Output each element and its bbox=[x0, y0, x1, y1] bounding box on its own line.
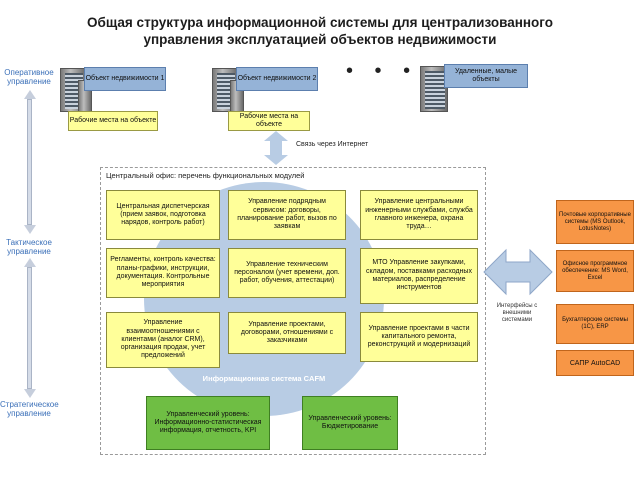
module-capital-repair: Управление проектами в части капитальног… bbox=[360, 312, 478, 362]
module-procurement: МТО Управление закупками, складом, поста… bbox=[360, 248, 478, 304]
interfaces-label: Интерфейсы с внешними системами bbox=[496, 303, 538, 323]
internet-arrow-shaft bbox=[270, 141, 282, 155]
office-title: Центральный офис: перечень функциональны… bbox=[106, 171, 305, 180]
ext-office-software: Офисное программное обеспечение: MS Word… bbox=[556, 250, 634, 292]
arrow-up-head-2 bbox=[24, 258, 36, 267]
level-operative: Оперативное управление bbox=[4, 68, 54, 86]
object-1-workplaces: Рабочие места на объекте bbox=[68, 111, 158, 131]
management-kpi: Управленческий уровень: Информационно-ст… bbox=[146, 396, 270, 450]
remote-objects-box: Удаленные, малые объекты bbox=[444, 64, 528, 88]
object-2-workplaces: Рабочие места на объекте bbox=[228, 111, 310, 131]
page-title: Общая структура информационной системы д… bbox=[0, 14, 640, 48]
module-crm: Управление взаимоотношениями с клиентами… bbox=[106, 312, 220, 368]
arrow-shaft-1 bbox=[27, 99, 32, 225]
level-tactical: Тактическое управление bbox=[6, 238, 52, 256]
module-contractor-service: Управление подрядным сервисом: договоры,… bbox=[228, 190, 346, 240]
object-1-box: Объект недвижимости 1 bbox=[84, 67, 166, 91]
arrow-shaft-2 bbox=[27, 267, 32, 389]
module-projects-contracts: Управление проектами, договорами, отноше… bbox=[228, 312, 346, 354]
ext-mail-systems: Почтовые корпоративные системы (MS Outlo… bbox=[556, 200, 634, 244]
building-icon bbox=[420, 66, 448, 112]
cafm-label: Информационная система CAFM bbox=[202, 374, 326, 383]
title-line-1: Общая структура информационной системы д… bbox=[87, 15, 553, 30]
module-regulations-quality: Регламенты, контроль качества: планы-гра… bbox=[106, 248, 220, 298]
management-budgeting: Управленческий уровень: Бюджетирование bbox=[302, 396, 398, 450]
title-line-2: управления эксплуатацией объектов недвиж… bbox=[143, 32, 497, 47]
internet-arrow-up bbox=[264, 131, 288, 141]
ellipsis-dots: • • • bbox=[346, 60, 419, 82]
level-strategic: Стратегическое управление bbox=[0, 400, 59, 418]
module-dispatch: Центральная диспетчерская (прием заявок,… bbox=[106, 190, 220, 240]
ext-accounting-erp: Бухгалтерские системы (1С), ERP bbox=[556, 304, 634, 344]
object-2-box: Объект недвижимости 2 bbox=[236, 67, 318, 91]
arrow-up-head-1 bbox=[24, 90, 36, 99]
internet-arrow-down bbox=[264, 155, 288, 165]
interfaces-double-arrow bbox=[483, 248, 553, 296]
arrow-down-head-2 bbox=[24, 389, 36, 398]
ext-cad: САПР AutoCAD bbox=[556, 350, 634, 376]
internet-label: Связь через Интернет bbox=[296, 141, 369, 148]
arrow-down-head-1 bbox=[24, 225, 36, 234]
module-technical-staff: Управление техническим персоналом (учет … bbox=[228, 248, 346, 298]
module-engineering-services: Управление центральными инженерными служ… bbox=[360, 190, 478, 240]
